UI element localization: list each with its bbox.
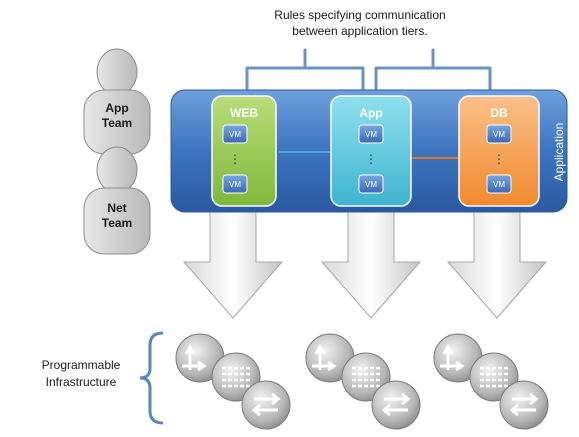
vm-box: [222, 174, 248, 194]
infrastructure-group-3: [433, 333, 549, 430]
vm-label: VM: [365, 180, 377, 189]
net-team-label-line2: Team: [102, 216, 132, 230]
ellipsis: ⋮: [365, 152, 377, 166]
vm-box: [222, 124, 248, 144]
router-icon: [305, 333, 355, 383]
tier-app-title: App: [359, 106, 382, 120]
app-team-person-icon: App Team: [83, 48, 151, 155]
infrastructure-group-1: [175, 333, 291, 430]
tier-db-title: DB: [490, 106, 508, 120]
vm-label: VM: [493, 130, 505, 139]
down-arrow-web: [182, 204, 284, 319]
rules-caption-line2: between application tiers.: [292, 24, 428, 38]
infrastructure-label-line1: Programmable: [41, 358, 121, 372]
down-arrow-db: [446, 204, 548, 319]
tier-web: WEB VM ⋮ VM: [211, 95, 277, 207]
router-icon: [175, 333, 225, 383]
app-team-label-line2: Team: [102, 116, 132, 130]
infrastructure-bracket: [139, 331, 164, 425]
vm-label: VM: [229, 130, 241, 139]
firewall-icon: [241, 380, 291, 430]
infrastructure-group-2: [305, 333, 421, 430]
app-team-label-line1: App: [105, 101, 128, 115]
vm-box: [486, 124, 512, 144]
vm-box: [358, 174, 384, 194]
down-arrow-app: [320, 204, 422, 319]
net-team-person-icon: Net Team: [83, 146, 151, 255]
ellipsis: ⋮: [229, 152, 241, 166]
tier-db: DB VM ⋮ VM: [458, 95, 540, 207]
rules-caption-line1: Rules specifying communication: [274, 8, 446, 22]
router-icon: [433, 333, 483, 383]
rules-bracket: [245, 48, 492, 90]
infrastructure-label-line2: Infrastructure: [45, 375, 117, 389]
tier-app: App VM ⋮ VM: [330, 95, 412, 207]
ellipsis: ⋮: [493, 152, 505, 166]
vm-box: [358, 124, 384, 144]
firewall-icon: [371, 380, 421, 430]
infrastructure-label: Programmable Infrastructure: [20, 357, 142, 391]
rules-caption: Rules specifying communication between a…: [250, 7, 470, 39]
vm-label: VM: [229, 180, 241, 189]
net-team-label-line1: Net: [107, 201, 126, 215]
vm-box: [486, 174, 512, 194]
firewall-icon: [499, 380, 549, 430]
vm-label: VM: [493, 180, 505, 189]
vm-label: VM: [365, 130, 377, 139]
tier-web-title: WEB: [230, 106, 258, 120]
application-label: Application: [552, 123, 566, 182]
